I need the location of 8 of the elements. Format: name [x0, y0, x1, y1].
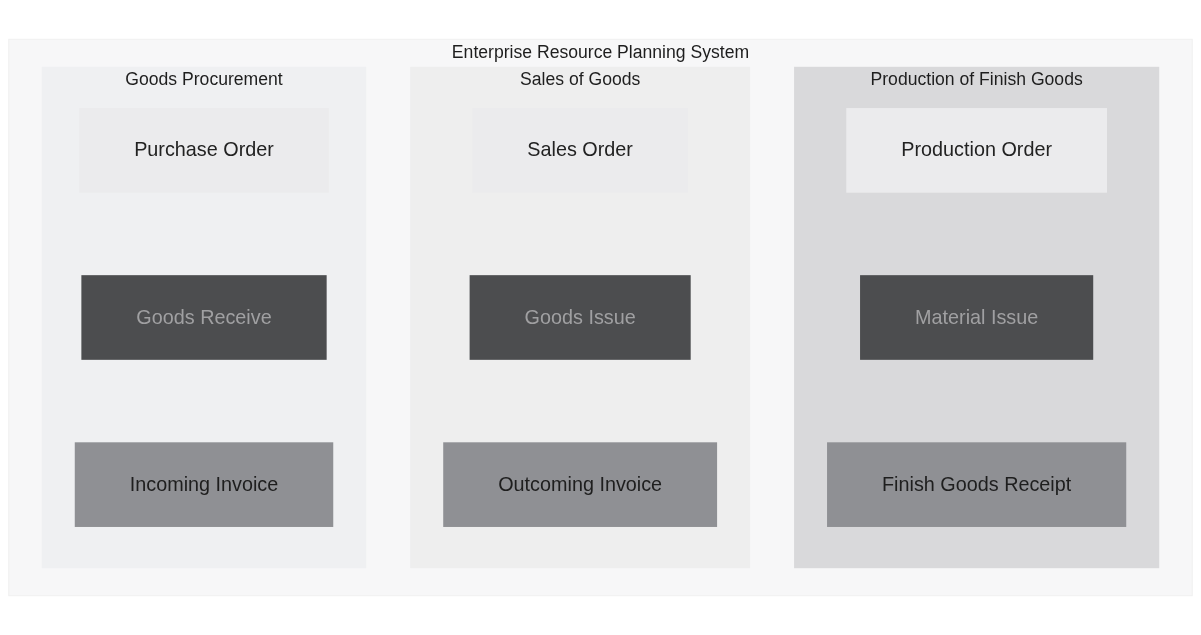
node-box: Goods Receive — [81, 275, 327, 360]
node-box: Outcoming Invoice — [443, 442, 718, 527]
node-text: Purchase Order — [134, 138, 274, 161]
node-box: Material Issue — [860, 275, 1094, 360]
node-box: Goods Issue — [469, 275, 691, 360]
node-box: Finish Goods Receipt — [827, 442, 1127, 527]
node-box: Incoming Invoice — [74, 442, 334, 527]
node-text: Sales Order — [527, 138, 633, 161]
